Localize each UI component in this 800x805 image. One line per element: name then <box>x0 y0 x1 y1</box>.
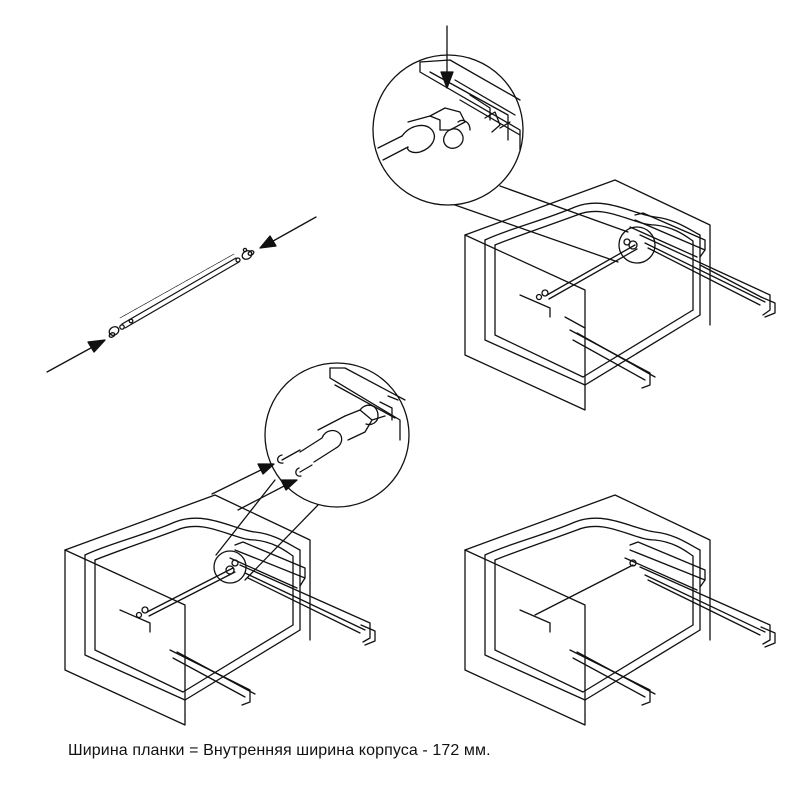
drawer-bottom-left <box>64 494 375 726</box>
end-cap-icon <box>108 319 133 338</box>
caption-text: Ширина планки = Внутренняя ширина корпус… <box>68 742 491 759</box>
drawer-top-right <box>464 179 775 411</box>
end-cap-icon <box>236 248 255 262</box>
arrow-icon <box>260 217 316 248</box>
drawer-bottom-right <box>464 494 775 726</box>
zoom-bubble-top <box>373 26 628 262</box>
arrow-icon <box>47 340 105 372</box>
zoom-bubble-bottom <box>212 363 409 580</box>
exploded-bar-figure <box>47 217 316 372</box>
